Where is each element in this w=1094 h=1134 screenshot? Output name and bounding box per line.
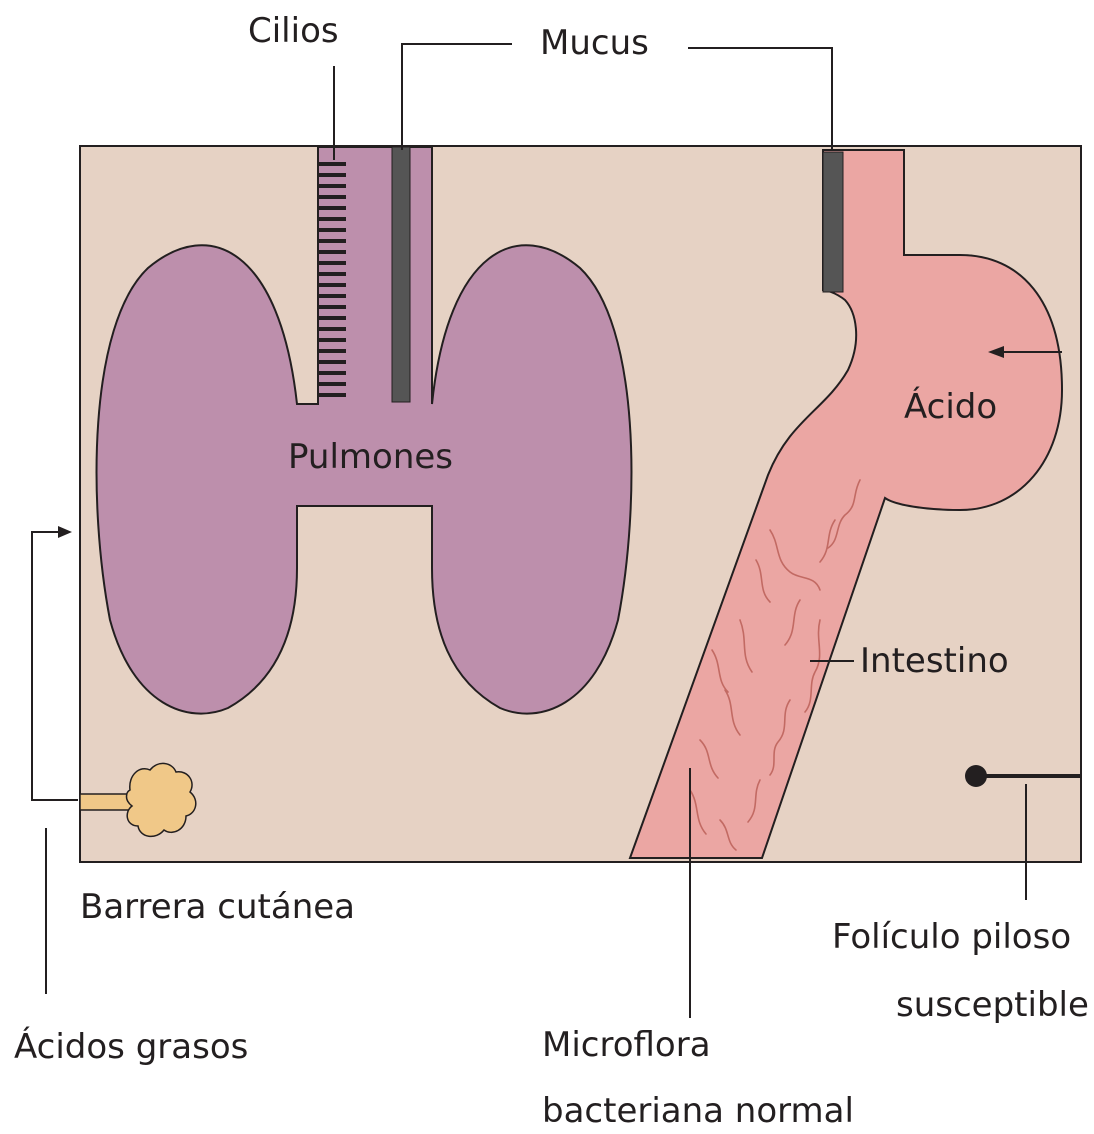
cilia-label: Cilios <box>248 11 339 51</box>
intestine-mucus-layer <box>823 152 843 292</box>
microflora-label-line2: bacteriana normal <box>542 1091 854 1131</box>
hair-follicle-label-line2: susceptible <box>896 985 1089 1025</box>
fatty-acids-label: Ácidos grasos <box>14 1026 248 1067</box>
intestine-label: Intestino <box>860 641 1009 681</box>
lungs-label: Pulmones <box>288 437 453 477</box>
acid-label: Ácido <box>904 386 997 427</box>
lung-mucus-layer <box>392 147 410 402</box>
hair-follicle-label-line1: Folículo piloso <box>832 917 1071 957</box>
skin-barrier-label: Barrera cutánea <box>80 887 355 927</box>
microflora-label-line1: Microflora <box>542 1025 711 1065</box>
mucus-label: Mucus <box>540 23 649 63</box>
cilia-icon <box>318 148 346 402</box>
